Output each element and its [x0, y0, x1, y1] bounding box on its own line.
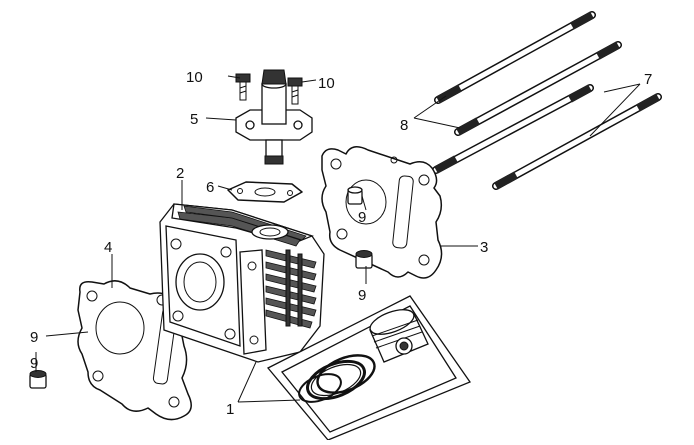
piston-rings	[298, 354, 376, 403]
callout-10-right: 10	[318, 75, 335, 92]
stud-bolt-4	[492, 93, 662, 190]
piston	[369, 309, 429, 363]
bolt-left	[235, 73, 251, 101]
callout-9-base: 9	[30, 329, 38, 346]
callout-4: 4	[104, 239, 112, 256]
cam-chain-tensioner	[235, 69, 313, 165]
callout-8: 8	[400, 117, 408, 134]
stud-bolt-3	[432, 84, 594, 174]
callout-6: 6	[206, 179, 214, 196]
stud-bolt-1	[434, 11, 596, 104]
cylinder-block	[159, 203, 325, 363]
callout-9-head: 9	[358, 209, 366, 226]
callout-labels: 10 10 5 6 2 3 4 7 8 9 9 9 9 1	[30, 69, 652, 418]
head-gasket	[321, 146, 443, 279]
tensioner-gasket	[227, 181, 303, 203]
stud-bolts	[432, 11, 662, 190]
leader-lines	[35, 75, 641, 403]
callout-1: 1	[226, 401, 234, 418]
dowel-pin-1	[347, 186, 363, 205]
callout-9-bottom: 9	[30, 355, 38, 372]
dowel-pin-2	[355, 250, 373, 269]
bolt-right	[287, 77, 303, 105]
piston-kit	[266, 295, 471, 441]
callout-2: 2	[176, 165, 184, 182]
dowel-pin-4	[29, 370, 47, 389]
callout-5: 5	[190, 111, 198, 128]
callout-7: 7	[644, 71, 652, 88]
callout-10-left: 10	[186, 69, 203, 86]
stud-bolt-2	[454, 41, 622, 136]
cylinder-fins	[265, 249, 317, 329]
callout-3: 3	[480, 239, 488, 256]
callout-9-mid: 9	[358, 287, 366, 304]
